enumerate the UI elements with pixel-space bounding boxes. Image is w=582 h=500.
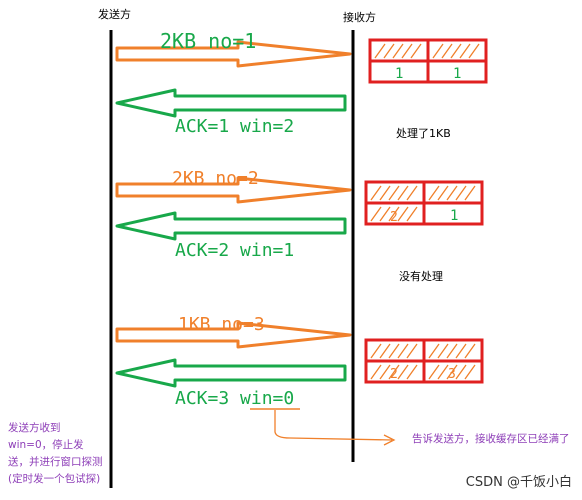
- note-pointer: [274, 410, 393, 441]
- ack-arrow-2: [115, 211, 347, 241]
- buffer-2: 2 1: [364, 180, 484, 226]
- receiver-title: 接收方: [343, 11, 376, 24]
- send-label-1: 2KB no=1: [160, 29, 256, 53]
- not-processed-note: 没有处理: [399, 270, 443, 283]
- send-arrow-3: [115, 321, 352, 349]
- send-label-2: 2KB no=2: [172, 168, 259, 189]
- send-arrow-2: [115, 176, 352, 204]
- buffer-3: 2 3: [364, 338, 484, 384]
- buffer-2-cell-1: 2: [390, 210, 398, 225]
- ack-label-3: ACK=3 win=0: [175, 388, 294, 409]
- buffer-3-cell-2: 3: [448, 367, 456, 382]
- processed-note: 处理了1KB: [396, 127, 451, 140]
- sender-note: 发送方收到win=0，停止发送，并进行窗口探测(定时发一个包试探): [8, 422, 103, 485]
- buffer-2-cell-2: 1: [450, 208, 458, 224]
- watermark: CSDN @千饭小白: [465, 475, 572, 490]
- note-pointer-head: [383, 434, 396, 446]
- receiver-note: 告诉发送方，接收缓存区已经满了: [412, 433, 570, 445]
- buffer-1-cell-2: 1: [453, 66, 461, 82]
- buffer-1-cell-1: 1: [395, 66, 403, 82]
- ack-label-2: ACK=2 win=1: [175, 240, 294, 261]
- send-label-3: 1KB no=3: [178, 314, 265, 335]
- ack-label-1: ACK=1 win=2: [175, 116, 294, 137]
- send-arrow-1: [115, 40, 352, 68]
- sender-title: 发送方: [98, 8, 131, 21]
- buffer-3-cell-1: 2: [390, 367, 398, 382]
- ack-arrow-3: [115, 358, 347, 388]
- ack-arrow-1: [115, 88, 347, 118]
- buffer-1: 1 1: [368, 38, 488, 84]
